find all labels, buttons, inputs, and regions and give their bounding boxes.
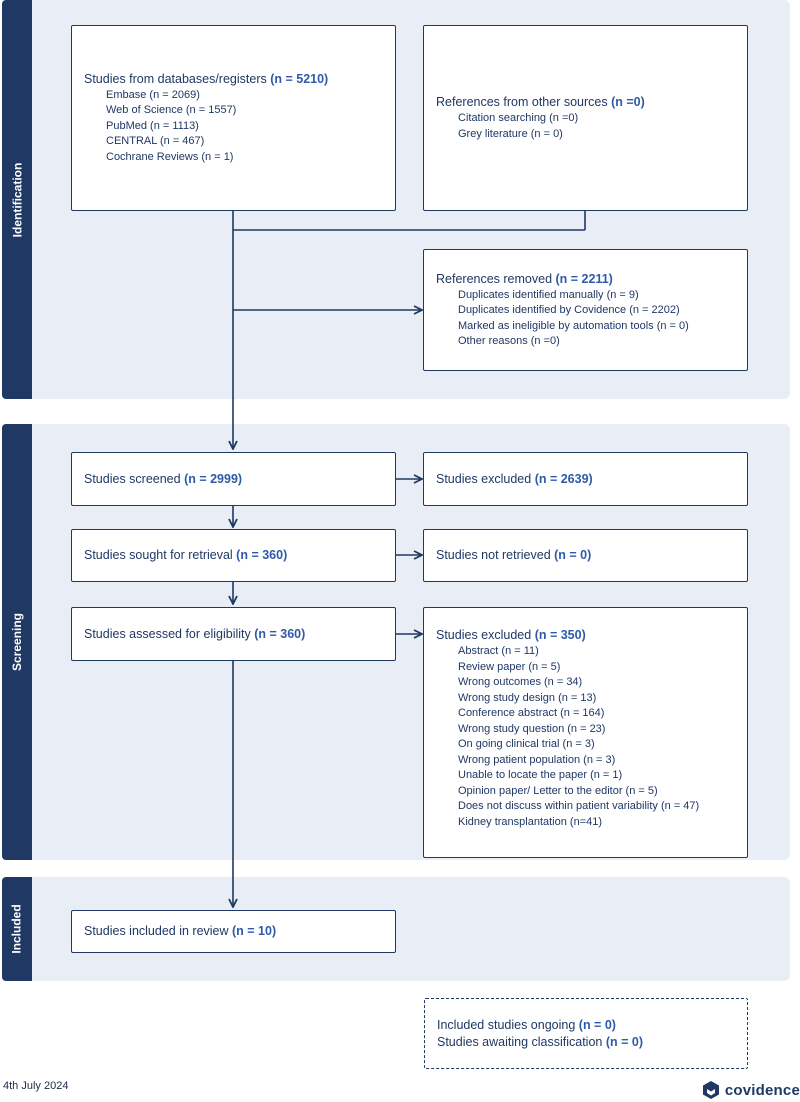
exclusion-reasons-list: Abstract (n = 11) Review paper (n = 5) W… xyxy=(436,644,735,830)
list-item: Grey literature (n = 0) xyxy=(458,127,563,140)
list-item: Other reasons (n =0) xyxy=(458,335,560,347)
databases-list: Embase (n = 2069) Web of Science (n = 15… xyxy=(84,88,383,166)
references-removed-box: References removed (n = 2211) Duplicates… xyxy=(423,249,748,371)
studies-not-retrieved-box: Studies not retrieved (n = 0) xyxy=(423,529,748,582)
list-item: Conference abstract (n = 164) xyxy=(458,707,605,719)
list-item: Wrong outcomes (n = 34) xyxy=(458,676,583,688)
ongoing-studies-box: Included studies ongoing (n = 0) Studies… xyxy=(424,998,748,1069)
list-item: Opinion paper/ Letter to the editor (n =… xyxy=(458,784,658,797)
removed-list: Duplicates identified manually (n = 9) D… xyxy=(436,288,735,350)
list-item: CENTRAL (n = 467) xyxy=(106,135,205,148)
list-item: PubMed (n = 1113) xyxy=(106,119,199,132)
covidence-logo-icon xyxy=(702,1081,719,1099)
studies-excluded-screening-box: Studies excluded (n = 2639) xyxy=(423,452,748,506)
report-date: 4th July 2024 xyxy=(3,1080,69,1092)
list-item: Embase (n = 2069) xyxy=(106,88,200,101)
list-item: Duplicates identified by Covidence (n = … xyxy=(458,304,680,316)
list-item: Duplicates identified manually (n = 9) xyxy=(458,288,639,301)
list-item: Wrong study question (n = 23) xyxy=(458,722,606,735)
list-item: Web of Science (n = 1557) xyxy=(106,104,237,117)
list-item: Marked as ineligible by automation tools… xyxy=(458,319,689,332)
list-item: Citation searching (n =0) xyxy=(458,112,579,124)
list-item: Wrong study design (n = 13) xyxy=(458,691,597,704)
list-item: Kidney transplantation (n=41) xyxy=(458,815,603,828)
included-label: Included xyxy=(2,877,32,981)
list-item: Wrong patient population (n = 3) xyxy=(458,753,616,766)
list-item: Abstract (n = 11) xyxy=(458,645,539,657)
studies-screened-box: Studies screened (n = 2999) xyxy=(71,452,396,506)
studies-excluded-fulltext-box: Studies excluded (n = 350) Abstract (n =… xyxy=(423,607,748,858)
other-sources-box: References from other sources (n =0) Cit… xyxy=(423,25,748,211)
studies-assessed-box: Studies assessed for eligibility (n = 36… xyxy=(71,607,396,661)
list-item: On going clinical trial (n = 3) xyxy=(458,738,595,750)
list-item: Does not discuss within patient variabil… xyxy=(458,800,700,812)
studies-sought-box: Studies sought for retrieval (n = 360) xyxy=(71,529,396,582)
list-item: Unable to locate the paper (n = 1) xyxy=(458,769,623,781)
studies-included-box: Studies included in review (n = 10) xyxy=(71,910,396,953)
covidence-wordmark: covidence xyxy=(724,1081,800,1099)
screening-label: Screening xyxy=(2,424,32,860)
covidence-logo: covidence xyxy=(701,1080,800,1100)
list-item: Cochrane Reviews (n = 1) xyxy=(106,150,234,163)
databases-box: Studies from databases/registers (n = 52… xyxy=(71,25,396,211)
list-item: Review paper (n = 5) xyxy=(458,660,561,673)
other-sources-list: Citation searching (n =0) Grey literatur… xyxy=(436,111,735,142)
identification-label: Identification xyxy=(2,0,32,399)
